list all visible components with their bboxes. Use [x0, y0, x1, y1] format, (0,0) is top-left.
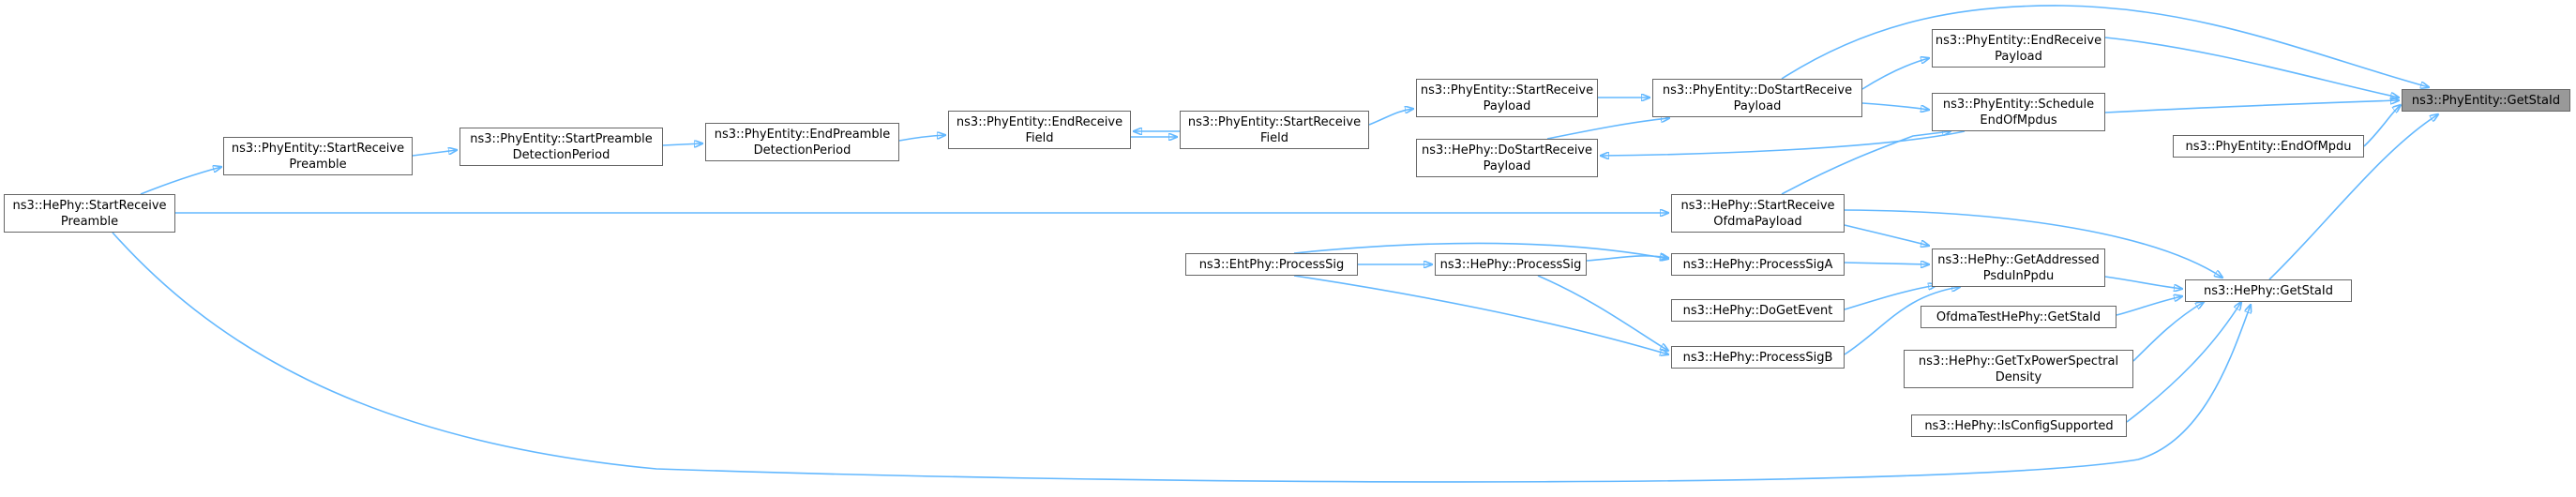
node-hephy-processsiga[interactable]: ns3::HePhy::ProcessSigA [1671, 253, 1845, 276]
node-label-line: EndOfMpdus [1980, 113, 2057, 128]
node-label-line: ns3::HePhy::GetStaId [2204, 283, 2333, 298]
edge-phy-startpreamble-to-endpreamble [662, 143, 702, 145]
edge-ofdma-to-hephy-getstaid [1844, 209, 2222, 278]
node-label-line: ns3::HePhy::StartReceive [1680, 198, 1835, 213]
edge-dogetevent-to-getaddressed [1844, 285, 1936, 310]
node-hephy-processsig[interactable]: ns3::HePhy::ProcessSig [1435, 253, 1587, 276]
node-label-line: ns3::HePhy::DoStartReceive [1421, 143, 1593, 158]
edge-gettxpower-to-hephy-getstaid [2132, 302, 2204, 362]
node-label-line: ns3::PhyEntity::Schedule [1942, 97, 2095, 112]
node-label-line: Density [1995, 369, 2042, 384]
edge-ehtphy-to-processsigb [1293, 275, 1668, 354]
edge-processsig-to-processsigb [1537, 275, 1668, 351]
edge-phy-startreceive-field-to-startreceive-payload [1368, 109, 1413, 126]
node-label-line: Preamble [289, 157, 347, 172]
node-label-line: ns3::HePhy::ProcessSigA [1682, 257, 1833, 272]
edge-isconfigsupported-to-hephy-getstaid [2126, 302, 2241, 423]
edge-phy-endreceive-payload-to-getstaid [2104, 37, 2399, 98]
edge-phy-schedule-to-getstaid [2104, 100, 2399, 113]
edge-phy-dostartreceive-to-schedule [1861, 102, 1929, 110]
node-label-line: ns3::HePhy::GetTxPowerSpectral [1918, 354, 2119, 369]
node-hephy-isconfigsupported[interactable]: ns3::HePhy::IsConfigSupported [1911, 414, 2127, 437]
node-label-line: ns3::PhyEntity::StartReceive [1420, 83, 1594, 98]
node-label-line: ns3::PhyEntity::DoStartReceive [1662, 83, 1853, 98]
edge-phy-startreceive-preamble-to-startpreamble [412, 150, 457, 157]
edge-hephy-startreceive-preamble-bottom-to-hephy-getstaid [112, 232, 2251, 483]
node-ehtphy-processsig[interactable]: ns3::EhtPhy::ProcessSig [1185, 253, 1358, 276]
node-label-line: ns3::HePhy::IsConfigSupported [1924, 418, 2114, 433]
edge-phy-dostartreceive-top-to-getstaid [1781, 5, 2429, 87]
node-label-line: ns3::HePhy::StartReceive [12, 198, 167, 213]
edge-getaddressed-to-hephy-getstaid [2104, 276, 2182, 289]
node-hephy-processsigb[interactable]: ns3::HePhy::ProcessSigB [1671, 346, 1845, 369]
node-label-line: ns3::EhtPhy::ProcessSig [1198, 257, 1345, 272]
node-label-line: Payload [1995, 49, 2042, 64]
node-label-line: ns3::PhyEntity::EndOfMpdu [2185, 139, 2352, 154]
edge-hephy-startreceive-preamble-to-startreceive-preamble [140, 167, 221, 195]
edge-processsiga-to-getaddressed [1844, 263, 1929, 264]
node-ofdmatesthephy-getstaid[interactable]: OfdmaTestHePhy::GetStaId [1921, 306, 2117, 328]
edge-phy-endpreamble-to-endreceive-field [898, 135, 945, 142]
edge-ehtphy-to-processsiga [1293, 242, 1668, 260]
node-label-line: ns3::PhyEntity::StartReceive [231, 141, 405, 156]
node-label-line: ns3::PhyEntity::StartPreamble [470, 131, 653, 146]
node-label-line: ns3::PhyEntity::EndPreamble [714, 127, 891, 142]
node-label-line: Field [1259, 130, 1288, 145]
node-hephy-dogetevent[interactable]: ns3::HePhy::DoGetEvent [1671, 299, 1845, 322]
node-label-line: OfdmaPayload [1713, 214, 1802, 229]
node-hephy-getstaid[interactable]: ns3::HePhy::GetStaId [2185, 279, 2352, 302]
node-label-line: ns3::HePhy::DoGetEvent [1682, 303, 1833, 318]
node-label-line: ns3::PhyEntity::StartReceive [1187, 114, 1362, 129]
node-label-line: ns3::PhyEntity::EndReceive [956, 114, 1123, 129]
node-label-line: Field [1025, 130, 1054, 145]
node-label-line: Preamble [60, 214, 119, 229]
node-label-line: OfdmaTestHePhy::GetStaId [1936, 309, 2101, 324]
node-label-line: ns3::HePhy::ProcessSig [1439, 257, 1582, 272]
node-label-line: Payload [1483, 98, 1531, 113]
node-label-line: ns3::PhyEntity::EndReceive [1935, 33, 2102, 48]
node-label-line: ns3::HePhy::ProcessSigB [1682, 350, 1833, 365]
edge-ofdmatest-to-hephy-getstaid [2116, 296, 2182, 316]
edge-processsigb-to-getaddressed [1844, 287, 1960, 355]
node-label-line: DetectionPeriod [753, 143, 851, 158]
edge-phy-dostartreceive-to-endreceive-payload [1861, 58, 1929, 90]
node-label-line: ns3::HePhy::GetAddressed [1937, 252, 2100, 267]
node-label-line: Payload [1733, 98, 1782, 113]
edge-ofdma-to-getaddressed [1844, 224, 1929, 246]
edge-phy-endofmpdu-to-getstaid [2363, 105, 2401, 147]
node-phyentity-getstaid[interactable]: ns3::PhyEntity::GetStaId [2402, 89, 2570, 112]
edge-hephy-getstaid-to-phy-getstaid [2268, 114, 2438, 280]
node-label-line: PsduInPpdu [1982, 268, 2055, 283]
edge-schedule-to-hephy-dostartreceive [1601, 130, 1966, 156]
node-label-line: ns3::PhyEntity::GetStaId [2411, 93, 2561, 108]
edge-hephy-dostartreceive-to-dostartreceive [1546, 118, 1669, 140]
node-label-line: DetectionPeriod [512, 147, 610, 162]
node-phyentity-endofmpdu[interactable]: ns3::PhyEntity::EndOfMpdu [2173, 135, 2364, 158]
edge-ofdma-to-dostartreceive [1781, 131, 1951, 195]
node-label-line: Payload [1483, 158, 1531, 173]
